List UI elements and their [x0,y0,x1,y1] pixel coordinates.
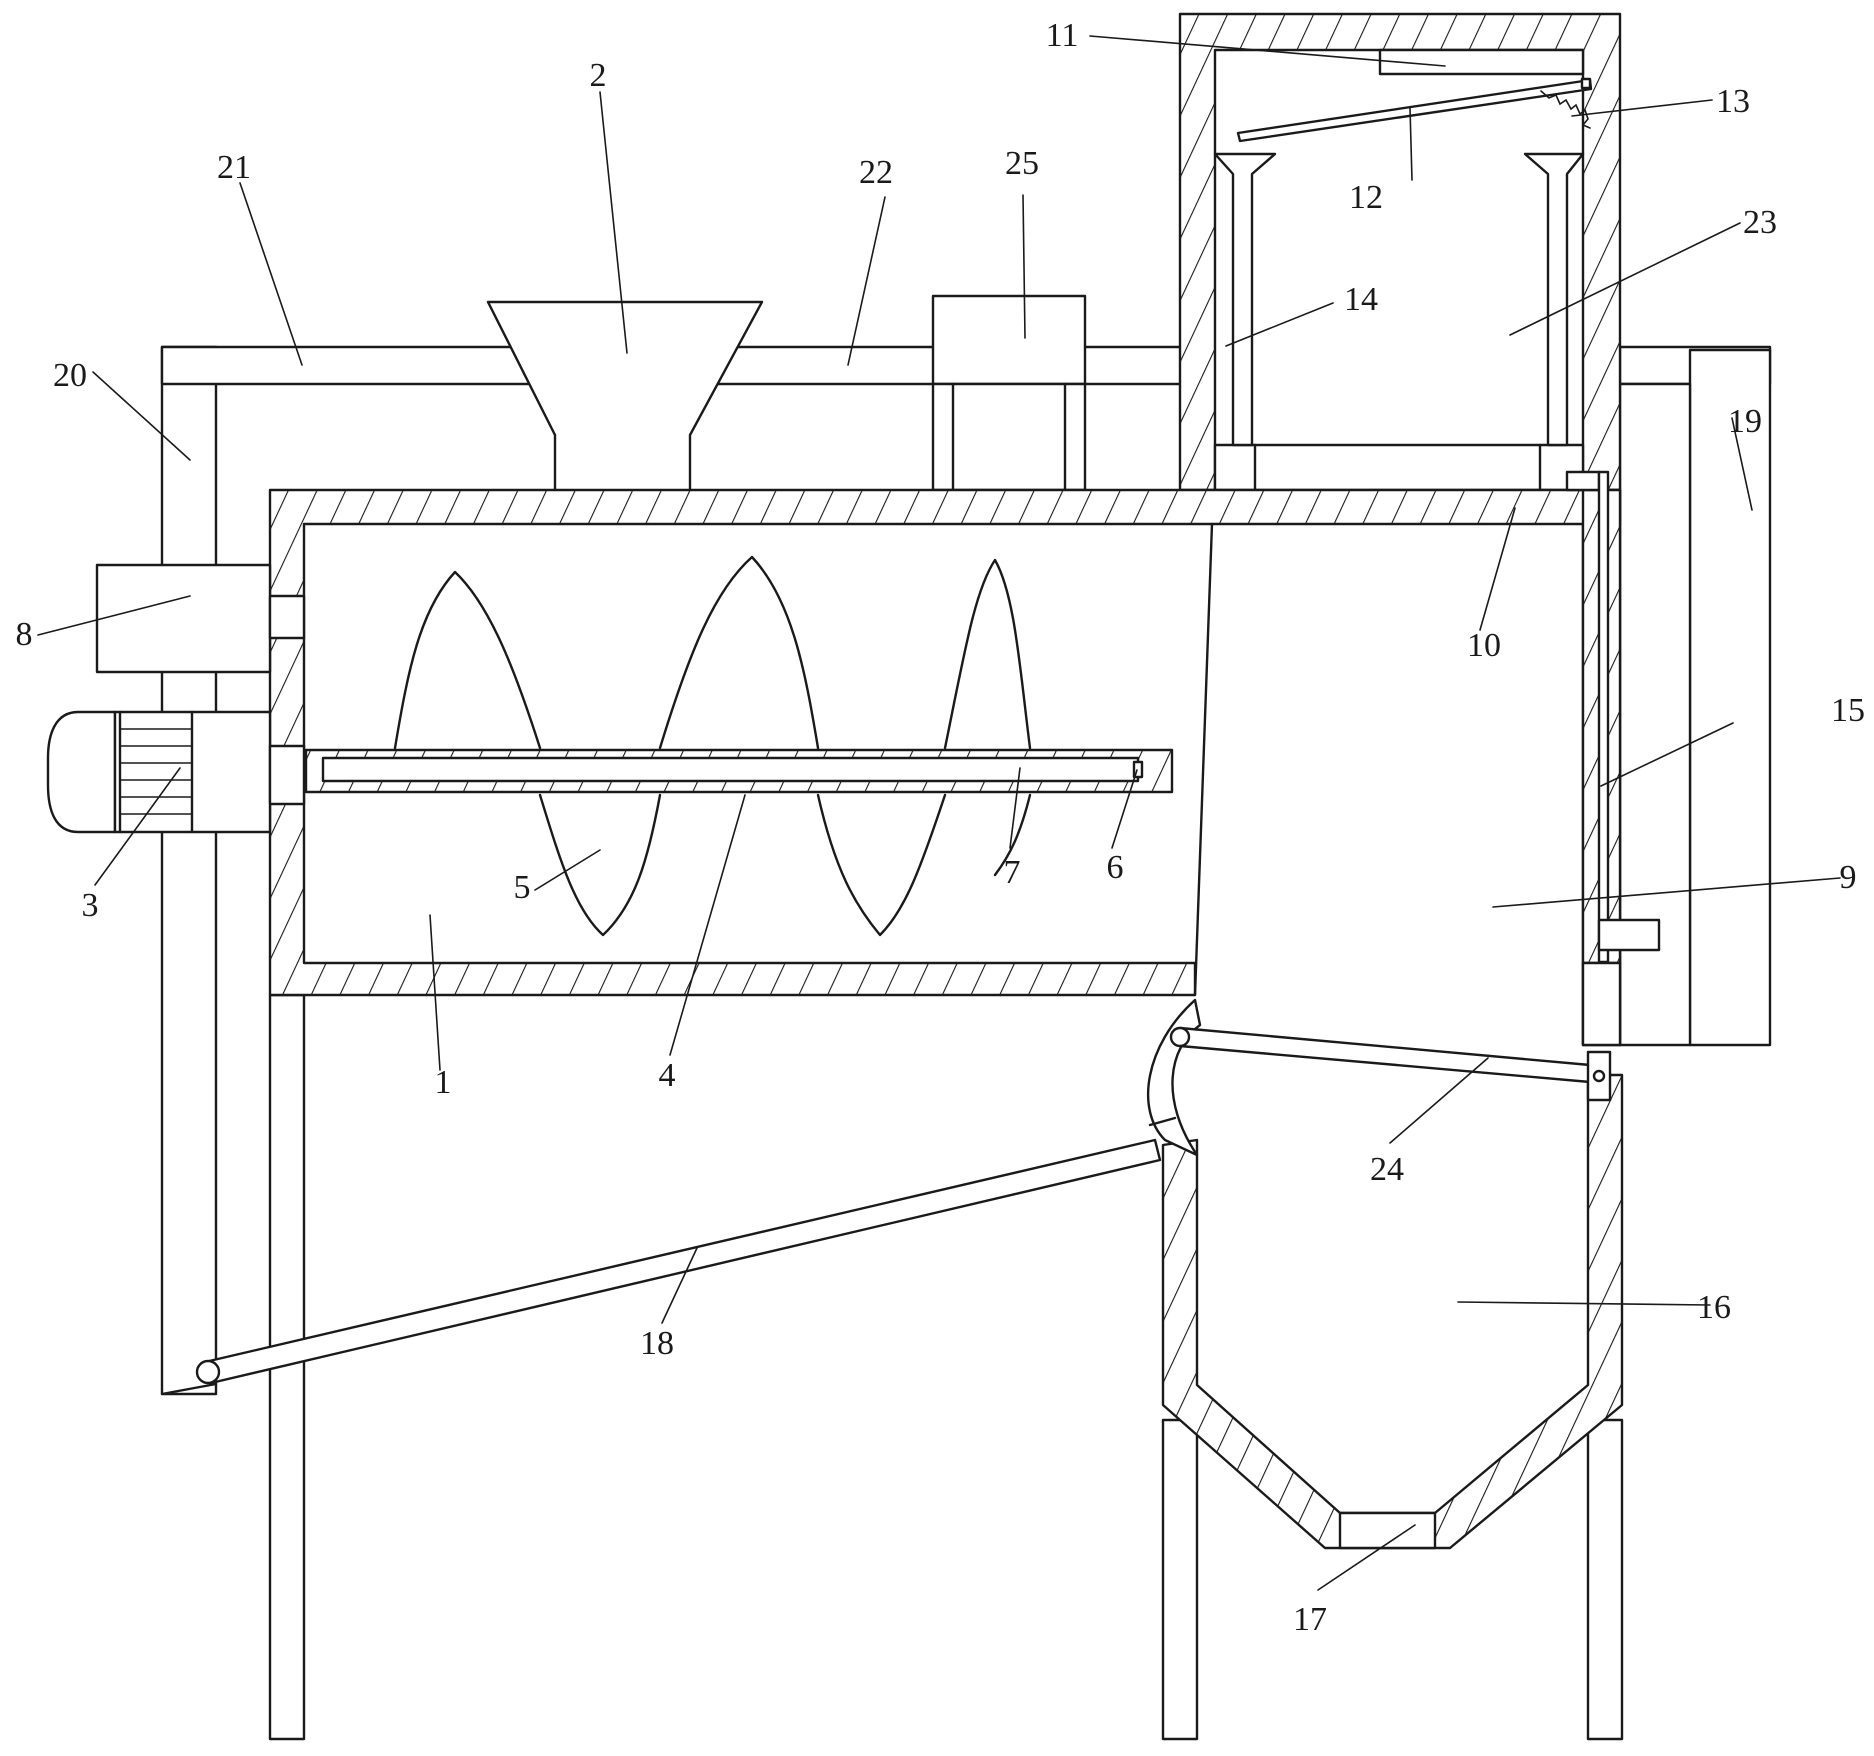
label-5: 5 [514,869,531,906]
label-18: 18 [640,1325,674,1362]
label-21: 21 [217,149,251,186]
label-13: 13 [1716,83,1750,120]
label-19: 19 [1728,403,1762,440]
label-4: 4 [659,1057,676,1094]
label-10: 10 [1467,627,1501,664]
funnel-14 [1213,152,1585,447]
label-25: 25 [1005,145,1039,182]
label-1: 1 [435,1064,452,1101]
lid-mechanism [1236,48,1593,143]
rod-15 [1565,470,1661,964]
label-3: 3 [82,887,99,924]
leader-lines [37,35,1841,1591]
chamber-16 [1161,1073,1624,1550]
label-23: 23 [1743,204,1777,241]
reference-numerals: 1 2 3 4 5 6 7 8 9 10 11 12 13 14 15 16 1… [16,17,1866,1638]
partition [1193,522,1214,997]
pipe-24 [1169,1026,1612,1102]
component-8 [95,563,306,674]
label-11: 11 [1046,17,1079,54]
label-22: 22 [859,154,893,191]
shaft-4 [304,748,1174,794]
label-16: 16 [1697,1289,1731,1326]
label-15: 15 [1831,692,1865,729]
label-20: 20 [53,357,87,394]
label-7: 7 [1004,854,1021,891]
label-14: 14 [1344,281,1378,318]
frame-20 [160,345,218,1396]
label-6: 6 [1107,849,1124,886]
label-24: 24 [1370,1151,1404,1188]
motor-3 [46,710,306,834]
screw-flight-5 [393,555,1032,937]
label-2: 2 [590,57,607,94]
component-25 [931,294,1087,492]
arc-bearing [1146,998,1202,1157]
label-8: 8 [16,616,33,653]
legs [268,993,1624,1741]
label-17: 17 [1293,1601,1327,1638]
label-12: 12 [1349,179,1383,216]
pipe-18 [195,1138,1162,1385]
label-9: 9 [1840,859,1857,896]
